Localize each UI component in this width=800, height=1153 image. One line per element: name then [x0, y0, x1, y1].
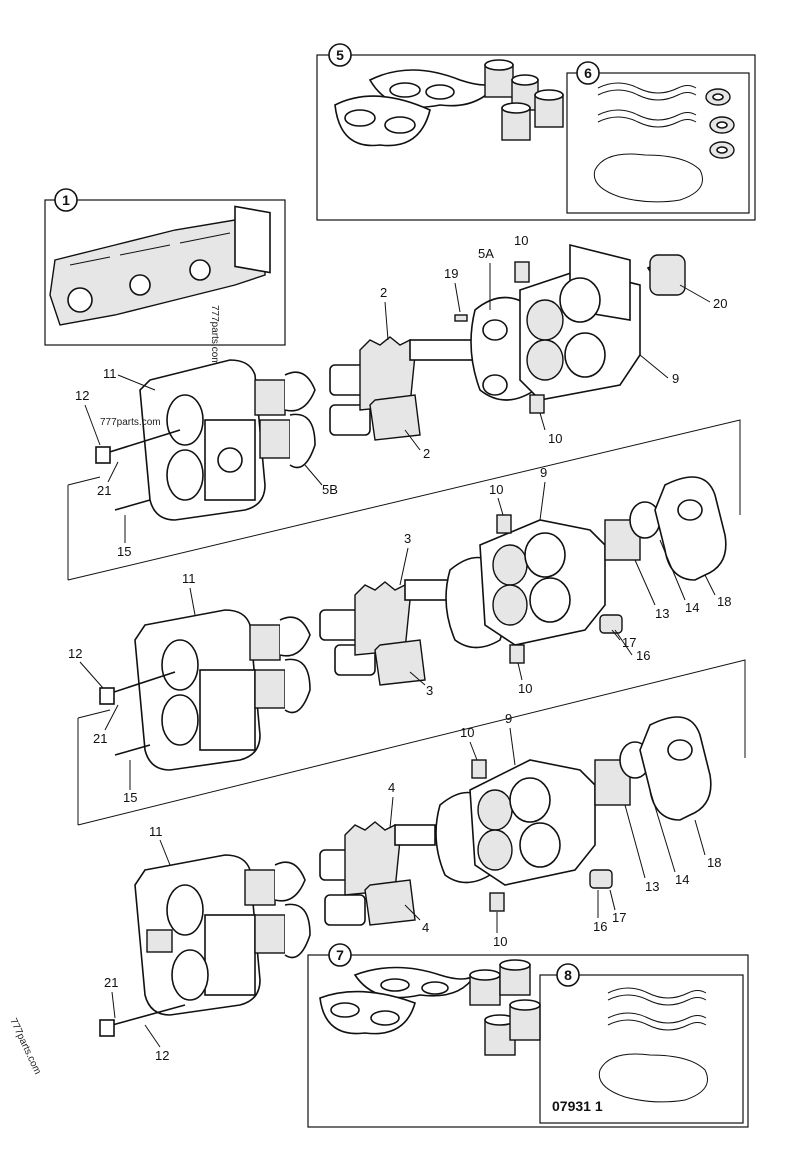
label-16a: 16 — [636, 648, 650, 663]
kit-5-box: 5 — [316, 43, 756, 221]
label-21a: 21 — [97, 483, 111, 498]
label-10a: 10 — [514, 233, 528, 248]
label-3b: 3 — [426, 683, 433, 698]
label-2b: 2 — [423, 446, 430, 461]
label-19: 19 — [444, 266, 458, 281]
watermark-1: 777parts.com — [209, 305, 220, 366]
label-4a: 4 — [388, 780, 395, 795]
kit-1-box: 1 — [44, 188, 286, 346]
label-10f: 10 — [493, 934, 507, 949]
label-16b: 16 — [593, 919, 607, 934]
kit-8-box: 8 07931 1 — [539, 963, 744, 1124]
label-10b: 10 — [548, 431, 562, 446]
stage-3-group — [99, 716, 712, 1037]
drawing-code: 07931 1 — [552, 1098, 603, 1114]
label-18a: 18 — [717, 594, 731, 609]
label-12b: 12 — [68, 646, 82, 661]
label-18b: 18 — [707, 855, 721, 870]
label-17a: 17 — [622, 635, 636, 650]
stage-2-frame — [67, 419, 741, 581]
label-15a: 15 — [117, 544, 131, 559]
label-10d: 10 — [518, 681, 532, 696]
kit-7-box: 7 — [307, 943, 749, 1128]
kit-6-box: 6 — [566, 61, 750, 214]
kit-8-label: 8 — [564, 967, 572, 983]
label-12c: 12 — [155, 1048, 169, 1063]
label-20: 20 — [713, 296, 727, 311]
kit-5-label: 5 — [336, 47, 344, 63]
label-15b: 15 — [123, 790, 137, 805]
watermark-3: 777parts.com — [7, 1017, 43, 1077]
label-17b: 17 — [612, 910, 626, 925]
kit-7-label: 7 — [336, 947, 344, 963]
label-9c: 9 — [505, 711, 512, 726]
stage-1-group — [95, 243, 686, 521]
label-9b: 9 — [540, 465, 547, 480]
label-13a: 13 — [655, 606, 669, 621]
kit-6-label: 6 — [584, 65, 592, 81]
label-10e: 10 — [460, 725, 474, 740]
stage-3-frame — [77, 659, 746, 826]
label-13b: 13 — [645, 879, 659, 894]
label-5b: 5B — [322, 482, 338, 497]
label-3a: 3 — [404, 531, 411, 546]
watermark-2: 777parts.com — [100, 417, 161, 428]
label-21b: 21 — [93, 731, 107, 746]
label-11b: 11 — [182, 571, 196, 586]
label-11c: 11 — [149, 824, 163, 839]
label-21c: 21 — [104, 975, 118, 990]
label-11a: 11 — [103, 366, 117, 381]
label-2a: 2 — [380, 285, 387, 300]
label-4b: 4 — [422, 920, 429, 935]
label-12a: 12 — [75, 388, 89, 403]
kit-1-label: 1 — [62, 192, 70, 208]
label-5a: 5A — [478, 246, 494, 261]
label-10c: 10 — [489, 482, 503, 497]
stage-2-group — [99, 476, 727, 771]
label-14a: 14 — [685, 600, 699, 615]
label-14b: 14 — [675, 872, 689, 887]
label-9a: 9 — [672, 371, 679, 386]
